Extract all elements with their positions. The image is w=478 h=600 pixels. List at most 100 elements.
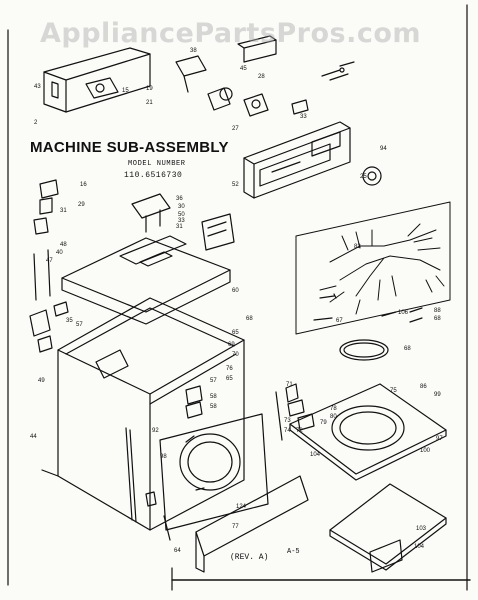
callout-label: 73 <box>284 418 291 424</box>
callout-label: 31 <box>176 224 183 230</box>
callout-label: 104 <box>414 544 425 550</box>
callout-label: 48 <box>60 242 67 248</box>
callout-label: 72 <box>296 428 303 434</box>
callout-label: 30 <box>178 204 185 210</box>
wire-connector-small <box>321 61 355 81</box>
timer-bracket <box>175 55 207 93</box>
watermark: AppliancePartsPros.com <box>40 18 422 49</box>
callout-label: 38 <box>190 48 197 54</box>
callout-label: 35 <box>66 318 73 324</box>
callout-label: 33 <box>178 218 185 224</box>
callout-label: 36 <box>176 196 183 202</box>
callout-label: 68 <box>404 346 411 352</box>
console-top-bar <box>43 47 151 113</box>
callout-label: 78 <box>330 406 337 412</box>
side-clips <box>125 427 171 541</box>
callout-label: 58 <box>210 394 217 400</box>
hinge-parts <box>29 249 69 353</box>
callout-label: 2 <box>34 120 38 126</box>
callout-label: 71 <box>286 382 293 388</box>
callout-label: 49 <box>38 378 45 384</box>
top-cover <box>61 235 231 325</box>
diagram-title: MACHINE SUB-ASSEMBLY <box>30 139 229 156</box>
drive-belt <box>339 339 389 361</box>
revision-label: (REV. A) <box>230 553 269 562</box>
console-bracket-right <box>237 35 277 63</box>
callout-label: 40 <box>56 250 63 256</box>
callout-label: 68 <box>246 316 253 322</box>
callout-label: 33 <box>300 114 307 120</box>
callout-label: 21 <box>146 100 153 106</box>
callout-label: 77 <box>232 524 239 530</box>
callout-label: 15 <box>122 88 129 94</box>
callout-label: 83 <box>354 244 361 250</box>
callout-label: 104 <box>310 452 321 458</box>
wiring-harness <box>319 223 445 315</box>
callout-label: 45 <box>240 66 247 72</box>
toe-panel <box>329 483 447 573</box>
callout-label: 65 <box>226 376 233 382</box>
console-knob <box>362 166 382 186</box>
callout-label: 92 <box>152 428 159 434</box>
callout-label: 50 <box>178 212 185 218</box>
callout-label: 16 <box>80 182 87 188</box>
callout-label: 43 <box>34 84 41 90</box>
callout-labels: 4322115382819332745529425162931303650333… <box>30 48 443 554</box>
callout-label: 94 <box>380 146 387 152</box>
callout-label: 99 <box>434 392 441 398</box>
callout-label: 70 <box>232 352 239 358</box>
callout-label: 27 <box>232 126 239 132</box>
selector-switch <box>207 87 233 111</box>
callout-label: 68 <box>434 316 441 322</box>
callout-label: 88 <box>434 308 441 314</box>
callout-label: 57 <box>210 378 217 384</box>
switch-bracket <box>85 77 119 99</box>
door-latch-parts <box>275 383 315 441</box>
callout-label: 52 <box>232 182 239 188</box>
callout-label: 75 <box>390 388 397 394</box>
callout-label: 100 <box>420 448 431 454</box>
screws-right <box>313 293 423 323</box>
model-number-value: 110.6516730 <box>124 171 183 180</box>
callout-label: 19 <box>146 86 153 92</box>
callout-label: 86 <box>420 384 427 390</box>
wiring-harness-box <box>295 201 451 335</box>
small-plate <box>201 213 235 251</box>
base-plate <box>289 383 447 481</box>
callout-label: 60 <box>232 288 239 294</box>
cabinet <box>41 297 245 531</box>
door-switch <box>185 385 203 419</box>
callout-label: 65 <box>232 330 239 336</box>
front-panel <box>159 413 269 531</box>
callout-label: 98 <box>160 454 167 460</box>
callout-label: 29 <box>78 202 85 208</box>
callout-label: 103 <box>416 526 427 532</box>
water-valve <box>33 179 59 235</box>
callout-label: 106 <box>398 310 409 316</box>
callout-label: 57 <box>76 322 83 328</box>
console-panel <box>243 121 351 199</box>
callout-label: 80 <box>330 414 337 420</box>
callout-label: 28 <box>258 74 265 80</box>
callout-label: 25 <box>360 174 367 180</box>
callout-label: 79 <box>320 420 327 426</box>
callout-label: 58 <box>210 404 217 410</box>
callout-label: 76 <box>226 366 233 372</box>
callout-label: 64 <box>174 548 181 554</box>
callout-label: 97 <box>436 436 443 442</box>
model-number-label: MODEL NUMBER <box>128 160 186 168</box>
control-knob-housing <box>243 93 269 117</box>
clip-small <box>291 99 309 115</box>
top-bracket <box>131 193 171 233</box>
callout-label: 44 <box>30 434 37 440</box>
callout-label: 47 <box>46 258 53 264</box>
callout-label: 67 <box>336 318 343 324</box>
callout-label: 31 <box>60 208 67 214</box>
callout-label: 124 <box>236 504 247 510</box>
callout-label: 69 <box>228 342 235 348</box>
page-code: A-5 <box>287 548 300 556</box>
callout-label: 74 <box>284 428 291 434</box>
kick-panel <box>195 475 309 573</box>
